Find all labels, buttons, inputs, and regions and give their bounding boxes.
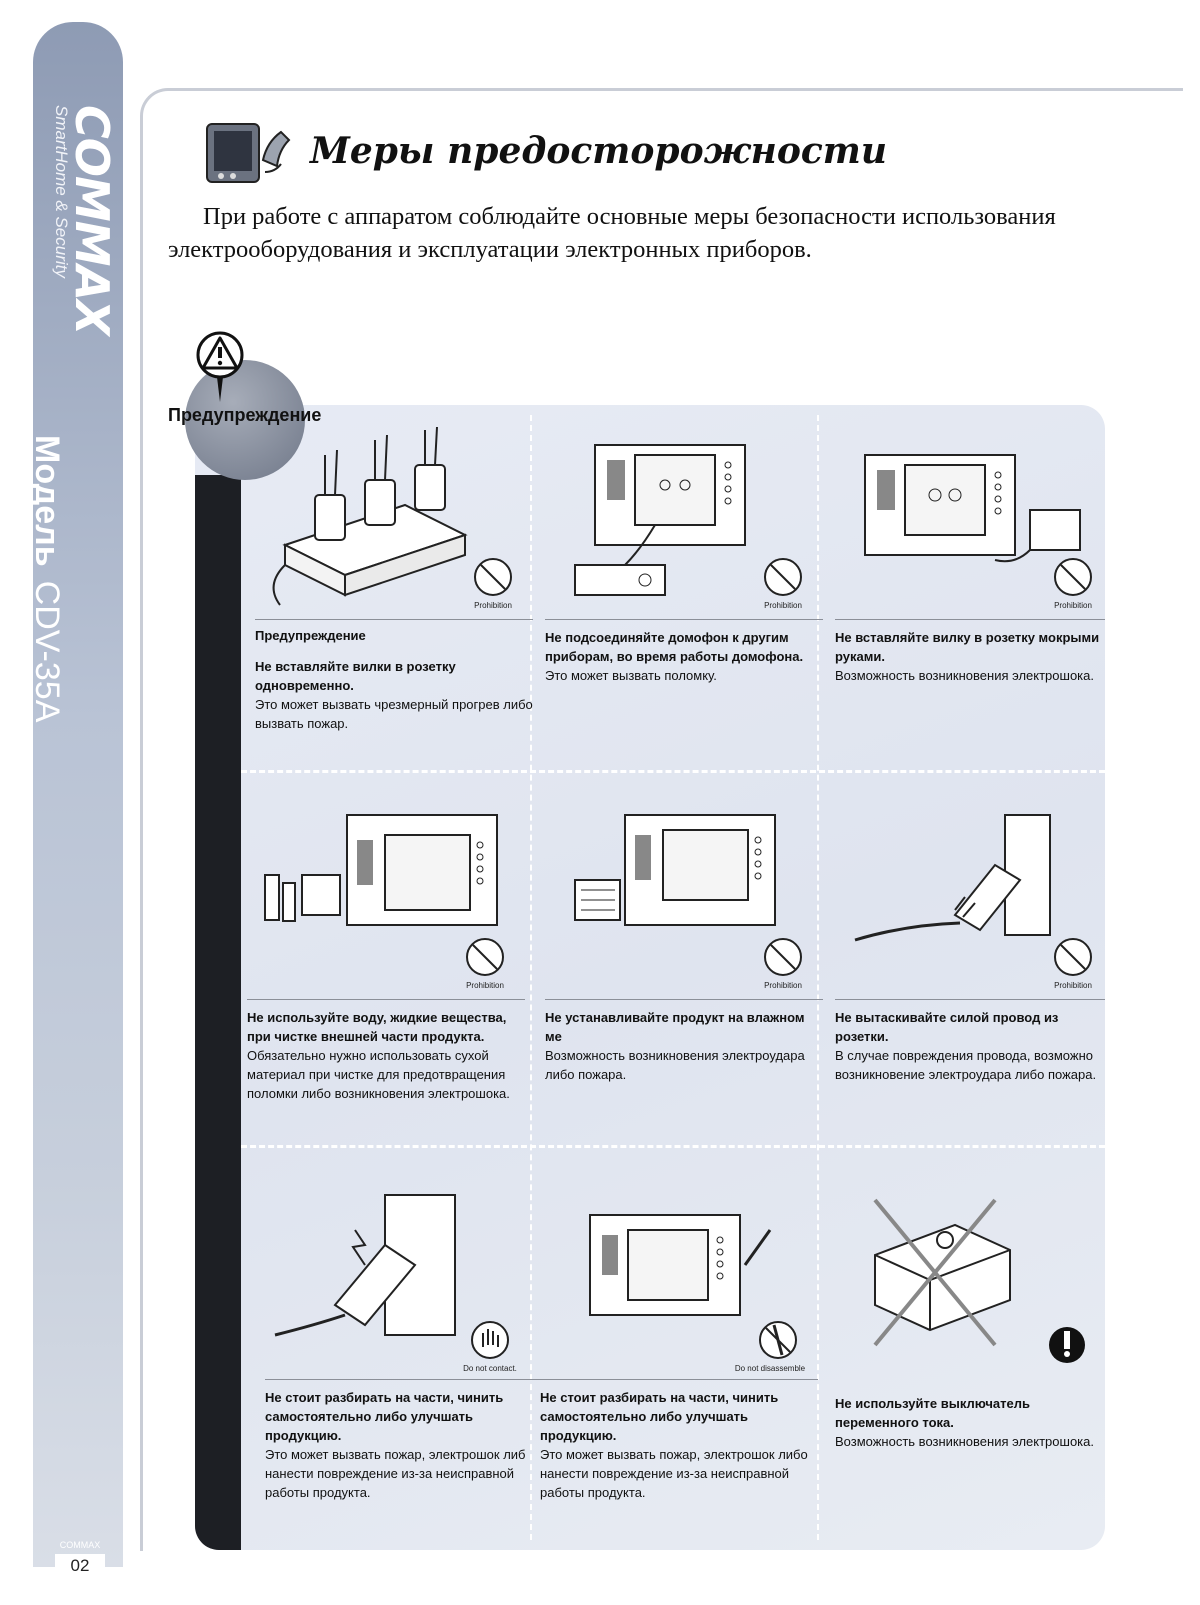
cell-rule	[545, 619, 823, 620]
row-divider	[241, 770, 1105, 773]
warning-body: Возможность возникновения электрошока.	[835, 668, 1094, 683]
ac-switch-illustration	[873, 1198, 1085, 1363]
pull-cord-illustration: Prohibition	[854, 814, 1092, 990]
cell-rule	[255, 619, 533, 620]
warning-body: Возможность возникновения электрошока.	[835, 1434, 1094, 1449]
warning-cell: Prohibition Не подсоединяйте домофон к д…	[545, 425, 823, 685]
warning-body: Это может вызвать поломку.	[545, 668, 717, 683]
warning-body: Это может вызвать чрезмерный прогрев либ…	[255, 697, 533, 731]
warning-heading: Не вставляйте вилки в розетку одновремен…	[255, 659, 456, 693]
page-title: Меры предосторожности	[310, 130, 888, 172]
warning-heading: Не вытаскивайте силой провод из розетки.	[835, 1010, 1059, 1044]
warning-badge-label: Предупреждение	[168, 405, 322, 425]
cell-rule	[545, 999, 823, 1000]
warning-cell: Do not disassemble Не стоит разбирать на…	[540, 1185, 818, 1502]
cell-rule	[835, 999, 1105, 1000]
cell-rule	[540, 1379, 818, 1380]
warning-body: В случае повреждения провода, возможно в…	[835, 1048, 1097, 1082]
row-divider	[241, 1145, 1105, 1148]
symbol-caption: Prohibition	[764, 601, 802, 610]
footer-brand: COMMAX	[59, 1540, 101, 1550]
intercom-appliance-illustration: Prohibition	[574, 444, 802, 610]
touch-socket-illustration: Do not contact.	[274, 1194, 517, 1373]
intercom-speaker-icon	[206, 123, 291, 183]
symbol-caption: Prohibition	[1054, 981, 1092, 990]
warning-cell: Prohibition Не вытаскивайте силой провод…	[835, 805, 1105, 1084]
wet-hands-plug-illustration: Prohibition	[864, 454, 1092, 610]
symbol-caption: Prohibition	[466, 981, 504, 990]
warning-cell: Prohibition Не используйте воду, жидкие …	[247, 805, 525, 1103]
symbol-caption: Prohibition	[474, 601, 512, 610]
warning-heading: Не устанавливайте продукт на влажном ме	[545, 1010, 805, 1044]
warning-cell: Prohibition Не устанавливайте продукт на…	[545, 805, 823, 1084]
symbol-caption: Do not contact.	[463, 1364, 517, 1373]
warning-body: Это может вызвать пожар, электрошок либ …	[265, 1447, 526, 1500]
warning-heading: Не стоит разбирать на части, чинить само…	[265, 1390, 504, 1443]
symbol-caption: Prohibition	[764, 981, 802, 990]
warning-cell: Do not contact. Не стоит разбирать на ча…	[265, 1185, 543, 1502]
warning-subtitle: Предупреждение	[255, 628, 366, 643]
column-divider	[817, 415, 819, 1540]
humid-place-illustration: Prohibition	[574, 814, 802, 990]
warning-body: Возможность возникновения электроудара л…	[545, 1048, 805, 1082]
page-number: 02	[55, 1554, 105, 1578]
liquids-cleaning-illustration: Prohibition	[264, 814, 504, 990]
symbol-caption: Prohibition	[1054, 601, 1092, 610]
symbol-caption: Do not disassemble	[735, 1364, 806, 1373]
panel-accent-bar	[195, 475, 241, 1550]
cell-rule	[835, 619, 1105, 620]
brand-logo: COMMAX SmartHome & Security	[52, 105, 119, 335]
warning-body: Обязательно нужно использовать сухой мат…	[247, 1048, 510, 1101]
warning-cell: Не используйте выключатель переменного т…	[835, 1185, 1105, 1451]
column-divider	[530, 415, 532, 1540]
sidebar-strip	[33, 22, 123, 1567]
cell-rule	[247, 999, 525, 1000]
model-caption: МодельCDV-35A	[27, 435, 66, 722]
cell-rule	[265, 1379, 543, 1380]
model-value: CDV-35A	[28, 580, 66, 723]
warning-body: Это может вызвать пожар, электрошок либо…	[540, 1447, 808, 1500]
disassemble-illustration: Do not disassemble	[589, 1214, 806, 1373]
warning-badge-circle	[185, 360, 305, 480]
warning-heading: Не стоит разбирать на части, чинить само…	[540, 1390, 779, 1443]
warning-heading: Не используйте воду, жидкие вещества, пр…	[247, 1010, 507, 1044]
power-strip-illustration: Prohibition	[272, 426, 512, 610]
warning-triangle-icon	[196, 331, 244, 402]
warning-cell: Prohibition Предупреждение Не вставляйте…	[255, 425, 533, 733]
page-footer: COMMAX 02	[55, 1540, 105, 1578]
brand-name: COMMAX	[65, 105, 119, 335]
model-label: Модель	[28, 435, 66, 567]
warning-heading: Не вставляйте вилку в розетку мокрыми ру…	[835, 630, 1100, 664]
warning-heading: Не подсоединяйте домофон к другим прибор…	[545, 630, 804, 664]
warning-cell: Prohibition Не вставляйте вилку в розетк…	[835, 425, 1105, 685]
warning-heading: Не используйте выключатель переменного т…	[835, 1396, 1030, 1430]
intro-paragraph: При работе с аппаратом соблюдайте основн…	[168, 203, 1056, 263]
warnings-panel: Prohibition Предупреждение Не вставляйте…	[195, 405, 1105, 1550]
page-frame	[140, 88, 1183, 1551]
